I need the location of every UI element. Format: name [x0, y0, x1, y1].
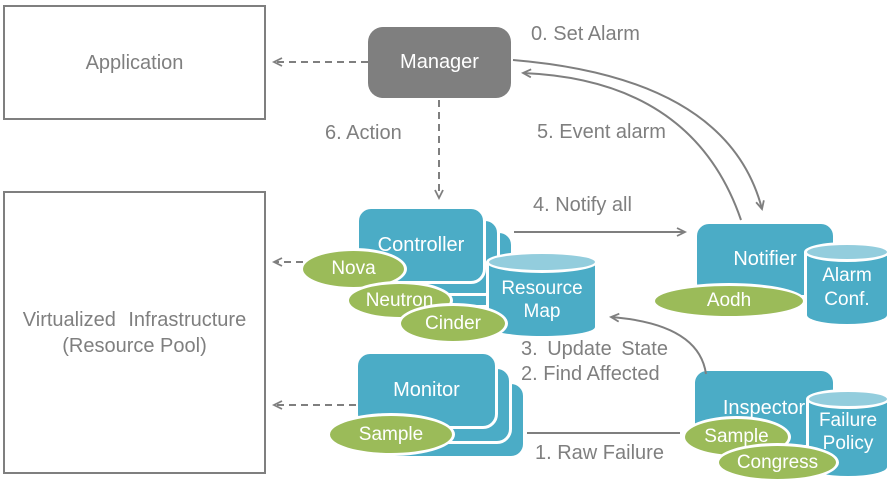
- failure-policy-top: [806, 389, 890, 409]
- virtualized-infrastructure-label-line2: (Resource Pool): [62, 334, 207, 357]
- failure-policy-label-line2: Policy: [822, 433, 874, 454]
- application-box: Application: [3, 5, 266, 120]
- step-label-4: 4. Notify all: [533, 194, 632, 216]
- monitor-sample-label: Sample: [358, 423, 424, 445]
- manager-label: Manager: [400, 51, 479, 73]
- notifier-label: Notifier: [733, 248, 797, 270]
- monitor-label: Monitor: [393, 378, 460, 401]
- alarm-conf-label-line2: Conf.: [824, 288, 870, 310]
- resource-map-label-line2: Map: [523, 301, 561, 322]
- controller-label: Controller: [377, 233, 465, 256]
- congress-label: Congress: [736, 451, 819, 473]
- inspector-label: Inspector: [722, 396, 806, 419]
- nova-label: Nova: [331, 258, 376, 279]
- aodh-plugin-ellipse: Aodh: [652, 283, 806, 319]
- inspector-sample-label: Sample: [704, 426, 769, 447]
- step-label-5: 5. Event alarm: [537, 121, 666, 143]
- step-label-6: 6. Action: [325, 122, 402, 144]
- alarm-conf-body: [804, 252, 890, 327]
- alarm-conf-label-line1: Alarm: [822, 265, 872, 287]
- cinder-plugin-ellipse: Cinder: [398, 303, 508, 344]
- application-label: Application: [85, 51, 184, 74]
- resource-map-top: [486, 251, 598, 273]
- step-label-3: 3. Update State: [521, 338, 668, 360]
- failure-policy-label-line1: Failure: [818, 409, 878, 431]
- step-label-2: 2. Find Affected: [521, 363, 660, 385]
- step-label-0: 0. Set Alarm: [531, 23, 640, 45]
- virtualized-infrastructure-label-line1: Virtualized Infrastructure: [22, 308, 247, 331]
- alarm-conf-top: [804, 242, 890, 262]
- aodh-label: Aodh: [706, 290, 752, 311]
- resource-map-label-line1: Resource: [501, 277, 583, 299]
- neutron-label: Neutron: [365, 289, 434, 311]
- virtualized-infrastructure-box: Virtualized Infrastructure (Resource Poo…: [3, 191, 266, 474]
- manager-node: Manager: [368, 27, 511, 98]
- alarm-conf-datastore: Alarm Conf.: [804, 242, 890, 327]
- congress-plugin-ellipse: Congress: [716, 443, 839, 482]
- monitor-sample-ellipse: Sample: [327, 413, 455, 456]
- cinder-label: Cinder: [425, 312, 481, 334]
- step-label-1: 1. Raw Failure: [535, 442, 664, 464]
